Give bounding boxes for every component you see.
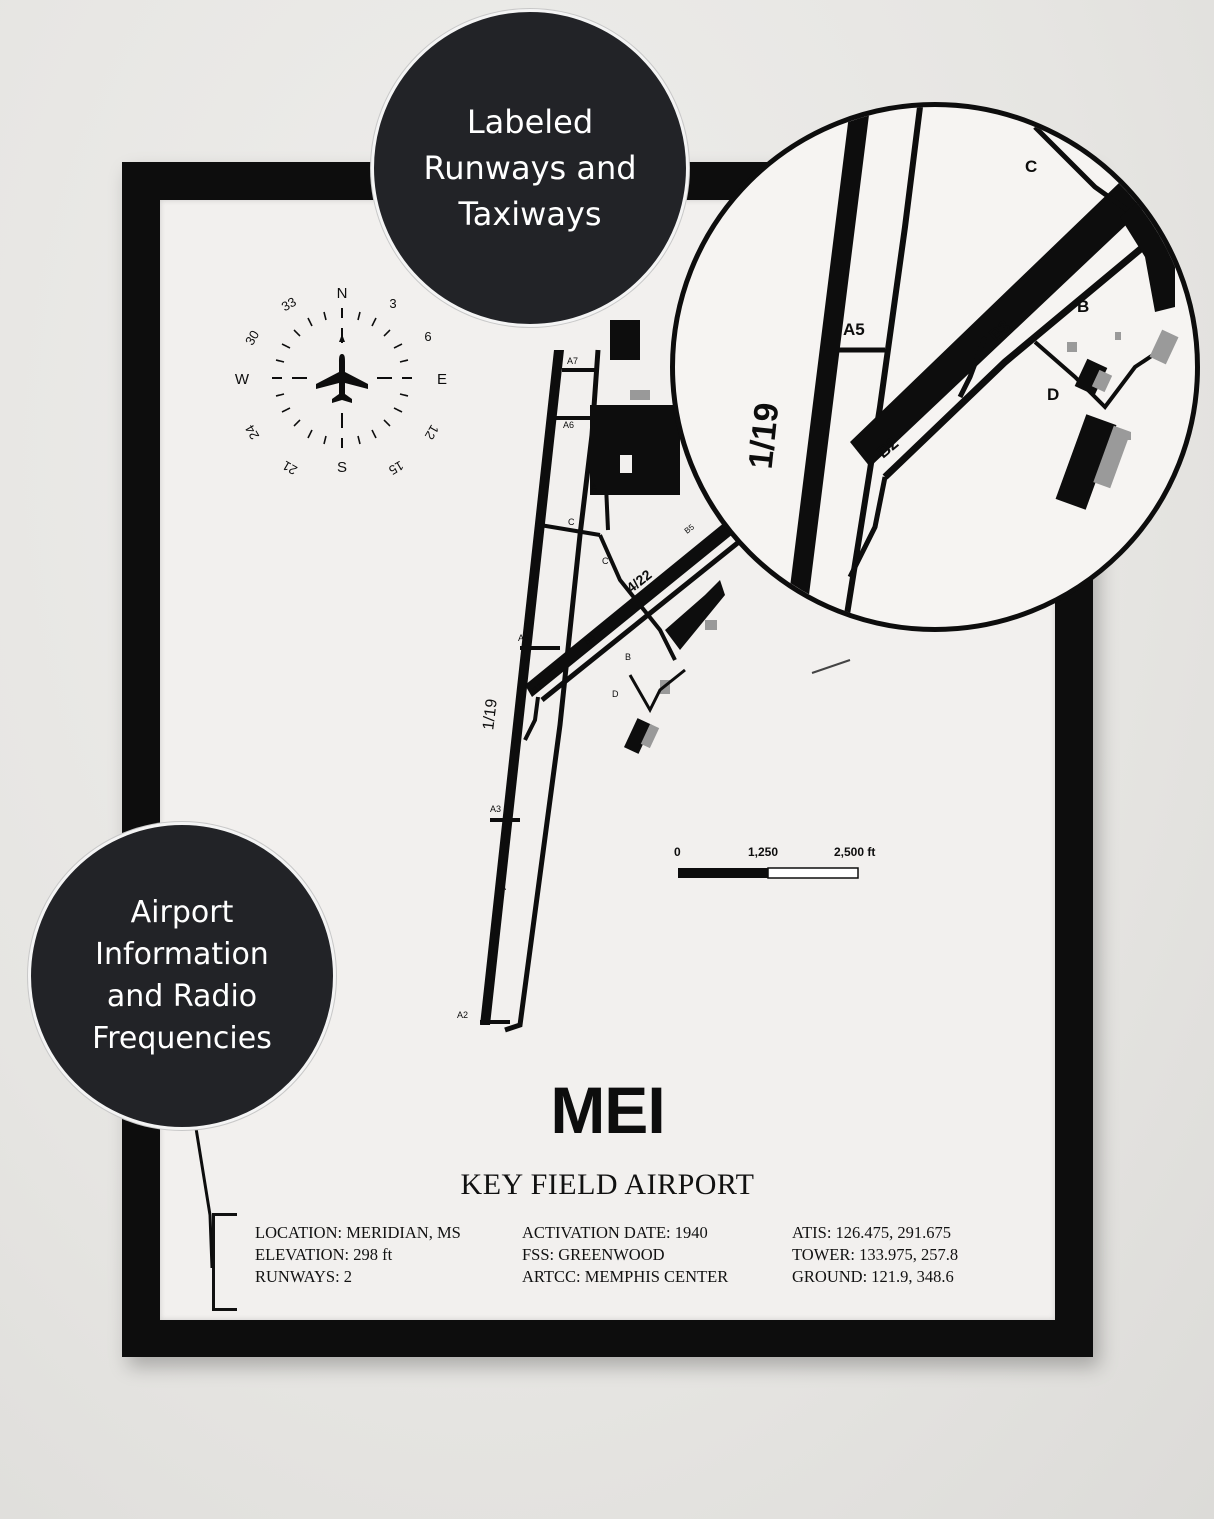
zoom-building-5 <box>1125 432 1131 440</box>
label-a5: A5 <box>518 633 529 643</box>
info-column-admin: ACTIVATION DATE: 1940 FSS: GREENWOOD ART… <box>522 1222 728 1288</box>
compass-21: 21 <box>280 458 300 478</box>
callout-left-line-2: Information <box>95 937 269 972</box>
apron-south <box>665 580 725 650</box>
label-a-south: A <box>500 882 506 892</box>
label-rwy-1-19: 1/19 <box>480 698 501 731</box>
airport-poster: 1/19 4/22 A7 A6 A C C A5 B3 B5 B2 B D A3… <box>160 200 1055 1320</box>
callout-left-line-3: and Radio <box>106 979 258 1014</box>
compass-33: 33 <box>279 294 299 314</box>
compass-w: W <box>235 371 250 388</box>
label-a7: A7 <box>567 356 578 366</box>
taxiway-d <box>628 668 686 714</box>
info-column-frequencies: ATIS: 126.475, 291.675 TOWER: 133.975, 2… <box>792 1222 958 1288</box>
airport-name: KEY FIELD AIRPORT <box>460 1168 755 1201</box>
zoom-building-2 <box>1149 329 1179 365</box>
zoom-detail-circle: 1/19 A5 B3 B2 B C D <box>670 102 1200 632</box>
label-a2: A2 <box>457 1010 468 1020</box>
info-elevation: ELEVATION: 298 ft <box>255 1245 393 1264</box>
zoom-taxiway-b3 <box>957 336 988 399</box>
terminal-apron <box>590 405 680 495</box>
zoom-diagram: 1/19 A5 B3 B2 B C D <box>742 107 1179 627</box>
compass-30: 30 <box>242 328 262 348</box>
runway-4-22 <box>525 500 760 697</box>
zoom-building-1-gray <box>1091 369 1113 393</box>
zoom-runway-1-19 <box>785 107 870 627</box>
building-gray-2 <box>630 390 650 400</box>
zoom-taxiway-d <box>1033 340 1167 411</box>
info-tower: TOWER: 133.975, 257.8 <box>792 1245 959 1264</box>
zoom-label-b: B <box>1077 297 1089 316</box>
zoom-taxiway-c <box>1033 125 1132 215</box>
zoom-label-d: D <box>1047 385 1059 404</box>
info-column-location: LOCATION: MERIDIAN, MS ELEVATION: 298 ft… <box>255 1222 461 1288</box>
building-gray-4 <box>705 620 717 630</box>
callout-left-line-1: Airport <box>130 895 234 930</box>
zoom-label-a5: A5 <box>843 320 865 339</box>
label-a6: A6 <box>563 420 574 430</box>
zoom-label-rwy-1-19: 1/19 <box>742 401 787 471</box>
compass-s: S <box>337 459 347 476</box>
zoom-hangar-1 <box>1055 414 1117 510</box>
taxiway-b <box>540 523 762 702</box>
callout-runways-taxiways: Labeled Runways and Taxiways <box>371 9 689 327</box>
label-c: C <box>568 517 575 527</box>
compass-rose: N S E W 3 6 12 15 21 24 30 33 <box>235 285 447 478</box>
taxiway-b2 <box>523 696 540 741</box>
building-gray-1 <box>620 455 632 473</box>
compass-15: 15 <box>386 458 406 478</box>
info-activation: ACTIVATION DATE: 1940 <box>522 1223 708 1242</box>
callout-top-line-3: Taxiways <box>458 195 602 233</box>
compass-6: 6 <box>424 329 431 344</box>
zoom-taxiway-a <box>842 107 923 627</box>
airport-code: MEI <box>550 1073 665 1147</box>
airport-diagram: 1/19 4/22 A7 A6 A C C A5 B3 B5 B2 B D A3… <box>235 285 875 1033</box>
info-ground: GROUND: 121.9, 348.6 <box>792 1267 954 1286</box>
info-runways: RUNWAYS: 2 <box>255 1267 353 1286</box>
hangar-north <box>610 320 640 360</box>
taxiway-c <box>539 523 601 537</box>
scale-bar: 0 1,250 2,500 ft <box>674 845 875 879</box>
hangar-south-gray <box>640 723 660 749</box>
info-atis: ATIS: 126.475, 291.675 <box>792 1223 952 1242</box>
label-b5: B5 <box>683 522 697 535</box>
compass-n: N <box>337 285 348 302</box>
hangar-south-1 <box>623 718 653 754</box>
label-a3: A3 <box>490 804 501 814</box>
zoom-building-3 <box>1067 342 1077 352</box>
scale-label-0: 0 <box>674 845 681 859</box>
zoom-hangar-1-gray <box>1093 425 1131 489</box>
label-d: D <box>612 689 619 699</box>
compass-3: 3 <box>389 296 396 311</box>
runway-1-19 <box>480 350 564 1025</box>
info-fss: FSS: GREENWOOD <box>522 1245 665 1264</box>
zoom-building-4 <box>1115 332 1121 340</box>
zoom-building-1 <box>1074 358 1108 396</box>
compass-12: 12 <box>422 422 442 442</box>
zoom-taxiway-b <box>882 234 1158 480</box>
label-c-east: C <box>602 556 609 566</box>
callout-top-line-2: Runways and <box>423 149 637 187</box>
zoom-leader-stub <box>811 659 851 674</box>
zoom-taxiway-b2 <box>847 476 888 579</box>
info-artcc: ARTCC: MEMPHIS CENTER <box>522 1267 729 1286</box>
compass-24: 24 <box>242 422 262 442</box>
callout-top-line-1: Labeled <box>466 103 594 141</box>
airplane-icon <box>316 354 368 403</box>
info-location: LOCATION: MERIDIAN, MS <box>255 1223 461 1242</box>
callout-airport-info: Airport Information and Radio Frequencie… <box>28 822 336 1130</box>
zoom-runway-4-22 <box>850 182 1145 467</box>
label-b: B <box>625 652 631 662</box>
zoom-label-c: C <box>1025 157 1037 176</box>
label-a: A <box>591 482 597 492</box>
info-bracket <box>212 1213 237 1311</box>
scale-label-1250: 1,250 <box>748 845 778 859</box>
callout-left-line-4: Frequencies <box>92 1021 272 1056</box>
scale-label-2500: 2,500 ft <box>834 845 875 859</box>
compass-e: E <box>437 371 447 388</box>
